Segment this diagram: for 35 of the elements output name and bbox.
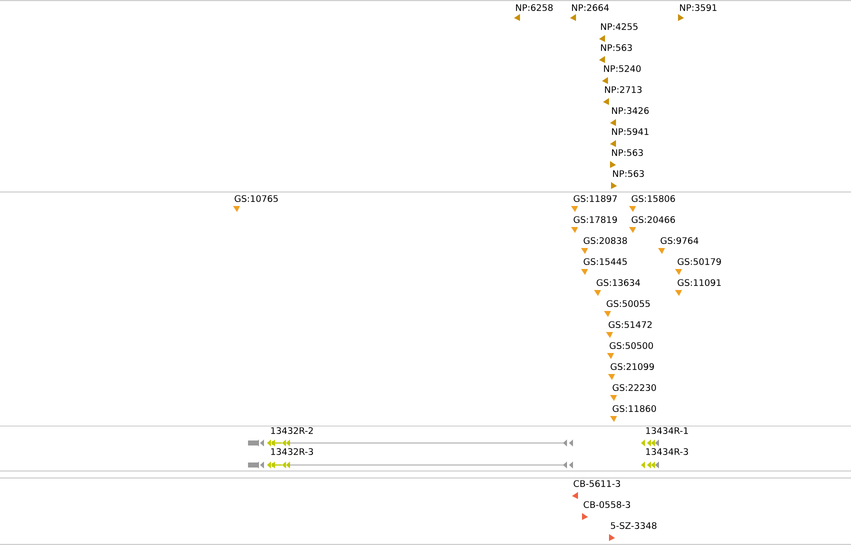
feature-label: GS:50055 bbox=[606, 300, 650, 307]
feature-label: NP:6258 bbox=[516, 4, 553, 11]
feature-label: GS:22230 bbox=[612, 384, 656, 391]
feature-label: NP:5240 bbox=[604, 65, 641, 72]
feature-label: NP:2664 bbox=[572, 4, 609, 11]
feature-label: GS:21099 bbox=[610, 363, 654, 370]
feature-label: GS:50179 bbox=[678, 258, 721, 265]
feature-label: GS:15806 bbox=[632, 195, 675, 202]
feature-label: NP:563 bbox=[601, 44, 632, 51]
feature-label: NP:3426 bbox=[612, 107, 649, 114]
feature-label: NP:2713 bbox=[605, 86, 642, 93]
feature-label: GS:20838 bbox=[584, 237, 627, 244]
feature-label: GS:11897 bbox=[574, 195, 617, 202]
feature-label: GS:15445 bbox=[584, 258, 627, 265]
feature-label: GS:10765 bbox=[234, 195, 278, 202]
feature-label: GS:17819 bbox=[574, 216, 617, 223]
feature-label: GS:20466 bbox=[632, 216, 675, 223]
feature-label: GS:50500 bbox=[610, 342, 653, 349]
feature-label: NP:4255 bbox=[601, 23, 638, 30]
feature-label: 13434R-3 bbox=[646, 448, 688, 455]
feature-label: NP:3591 bbox=[680, 4, 716, 11]
feature-label: GS:51472 bbox=[608, 321, 652, 328]
feature-label: 13432R-3 bbox=[271, 448, 313, 455]
feature-label: 5-SZ-3348 bbox=[610, 522, 656, 529]
feature-label: GS:11860 bbox=[612, 405, 656, 412]
feature-label: NP:563 bbox=[613, 170, 644, 177]
feature-label: CB-0558-3 bbox=[584, 501, 630, 508]
feature-label: 13432R-2 bbox=[271, 427, 313, 434]
feature-label: GS:13634 bbox=[596, 279, 640, 286]
feature-label: CB-5611-3 bbox=[574, 480, 620, 487]
feature-label: NP:5941 bbox=[612, 128, 648, 135]
feature-label: NP:563 bbox=[612, 149, 643, 156]
feature-label: GS:9764 bbox=[660, 237, 698, 244]
feature-label: GS:11091 bbox=[678, 279, 721, 286]
feature-label: 13434R-1 bbox=[646, 427, 688, 434]
